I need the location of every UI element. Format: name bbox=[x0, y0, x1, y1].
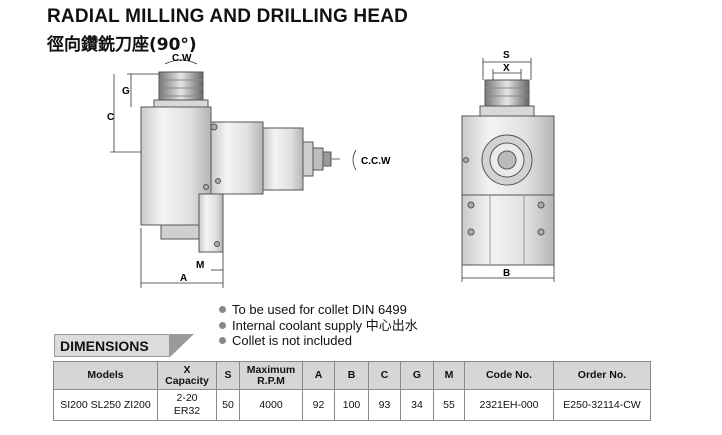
technical-drawing: C.W G C C.C.W M A S X B bbox=[107, 50, 555, 288]
label-ccw: C.C.W bbox=[361, 156, 391, 167]
banner-triangle bbox=[170, 334, 194, 357]
header-a: A bbox=[302, 361, 335, 390]
label-x: X bbox=[503, 63, 510, 74]
label-m: M bbox=[196, 260, 204, 271]
title-english: RADIAL MILLING AND DRILLING HEAD bbox=[47, 6, 409, 27]
header-m: M bbox=[433, 361, 465, 390]
label-cw-top: C.W bbox=[172, 53, 192, 64]
cell-a: 92 bbox=[302, 389, 335, 421]
bullet-icon bbox=[219, 321, 226, 329]
cell-order: E250-32114-CW bbox=[553, 389, 651, 421]
side-view bbox=[140, 71, 340, 253]
cell-models: SI200 SL250 ZI200 bbox=[53, 389, 158, 421]
cell-b: 100 bbox=[334, 389, 369, 421]
label-s: S bbox=[503, 50, 510, 61]
header-b: B bbox=[334, 361, 369, 390]
cell-s: 50 bbox=[216, 389, 240, 421]
cell-g: 34 bbox=[400, 389, 434, 421]
label-b: B bbox=[503, 268, 510, 279]
header-c: C bbox=[368, 361, 401, 390]
bullet-icon bbox=[219, 306, 226, 314]
header-s: S bbox=[216, 361, 240, 390]
cell-rpm: 4000 bbox=[239, 389, 303, 421]
header-order: Order No. bbox=[553, 361, 651, 390]
cell-code: 2321EH-000 bbox=[464, 389, 554, 421]
dimensions-label: DIMENSIONS bbox=[54, 334, 170, 357]
notes-list: To be used for collet DIN 6499 Internal … bbox=[219, 302, 418, 349]
header-g: G bbox=[400, 361, 434, 390]
label-g: G bbox=[122, 86, 130, 97]
title-chinese: 徑向鑽銑刀座(90°) bbox=[47, 35, 197, 55]
note-item: Collet is not included bbox=[219, 333, 418, 349]
dimensions-banner: DIMENSIONS bbox=[54, 334, 194, 357]
note-item: To be used for collet DIN 6499 bbox=[219, 302, 418, 318]
header-code: Code No. bbox=[464, 361, 554, 390]
front-dimensions bbox=[461, 58, 555, 282]
label-c: C bbox=[107, 112, 114, 123]
note-item: Internal coolant supply 中心出水 bbox=[219, 318, 418, 334]
cell-m: 55 bbox=[433, 389, 465, 421]
front-view bbox=[461, 79, 555, 266]
side-dimensions bbox=[110, 59, 357, 288]
label-a: A bbox=[180, 273, 187, 284]
cell-c: 93 bbox=[368, 389, 401, 421]
bullet-icon bbox=[219, 337, 226, 345]
header-models: Models bbox=[53, 361, 158, 390]
